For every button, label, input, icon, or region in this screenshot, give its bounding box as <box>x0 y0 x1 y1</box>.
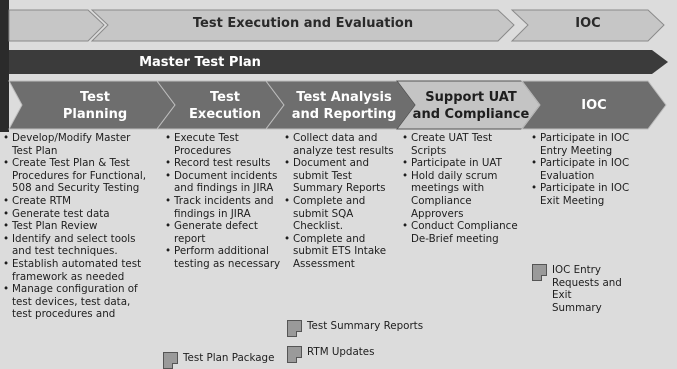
column-planning: Develop/Modify Master Test Plan Create T… <box>3 132 153 321</box>
planning-item: Develop/Modify Master Test Plan <box>3 132 153 157</box>
phase-chevron-ioc <box>521 80 667 130</box>
analysis-item: Collect data and analyze test results <box>284 132 396 157</box>
phase-label-analysis: Test Analysis and Reporting <box>291 90 397 122</box>
document-test-summary-reports: Test Summary Reports <box>287 320 427 337</box>
planning-item: Create RTM <box>3 195 153 208</box>
phase-label-execution: Test Execution <box>189 90 261 122</box>
phase-label-uat: Support UAT and Compliance <box>412 90 530 122</box>
ioc-item: Participate in IOC Exit Meeting <box>531 182 641 207</box>
document-label: Test Summary Reports <box>307 320 424 332</box>
document-test-plan-package: Test Plan Package <box>163 352 283 369</box>
planning-item: Manage configuration of test devices, te… <box>3 283 153 321</box>
execution-item: Record test results <box>165 157 283 170</box>
planning-item: Create Test Plan & Test Procedures for F… <box>3 157 153 195</box>
analysis-item: Document and submit Test Summary Reports <box>284 157 396 195</box>
left-edge-strip <box>0 0 9 132</box>
column-uat: Create UAT Test Scripts Participate in U… <box>402 132 520 245</box>
document-label: RTM Updates <box>307 346 375 358</box>
document-icon <box>163 352 178 369</box>
planning-item: Establish automated test framework as ne… <box>3 258 153 283</box>
document-label: Test Plan Package <box>183 352 275 364</box>
master-plan-label: Master Test Plan <box>139 55 261 70</box>
top-label-middle: Test Execution and Evaluation <box>192 16 414 31</box>
document-icon <box>287 346 302 363</box>
top-chevron-middle <box>90 9 515 42</box>
planning-item: Generate test data <box>3 208 153 221</box>
execution-item: Generate defect report <box>165 220 283 245</box>
column-execution: Execute Test Procedures Record test resu… <box>165 132 283 271</box>
uat-item: Create UAT Test Scripts <box>402 132 520 157</box>
document-rtm-updates: RTM Updates <box>287 346 407 363</box>
top-label-right: IOC <box>575 16 601 31</box>
column-analysis: Collect data and analyze test results Do… <box>284 132 396 271</box>
execution-item: Execute Test Procedures <box>165 132 283 157</box>
planning-item: Test Plan Review <box>3 220 153 233</box>
ioc-item: Participate in IOC Evaluation <box>531 157 641 182</box>
uat-item: Participate in UAT <box>402 157 520 170</box>
document-icon <box>287 320 302 337</box>
planning-item: Identify and select tools and test techn… <box>3 233 153 258</box>
execution-item: Track incidents and findings in JIRA <box>165 195 283 220</box>
execution-item: Document incidents and findings in JIRA <box>165 170 283 195</box>
document-icon <box>532 264 547 281</box>
phase-label-planning: Test Planning <box>62 90 128 122</box>
top-chevron-left <box>8 9 105 42</box>
uat-item: Hold daily scrum meetings with Complianc… <box>402 170 520 220</box>
analysis-item: Complete and submit ETS Intake Assessmen… <box>284 233 396 271</box>
analysis-item: Complete and submit SQA Checklist. <box>284 195 396 233</box>
master-plan-bar <box>9 50 668 74</box>
document-ioc-entry: IOC Entry Requests and Exit Summary <box>532 264 632 314</box>
phase-label-ioc: IOC <box>581 98 607 113</box>
column-ioc: Participate in IOC Entry Meeting Partici… <box>531 132 641 208</box>
document-label: IOC Entry Requests and Exit Summary <box>552 264 622 314</box>
uat-item: Conduct Compliance De-Brief meeting <box>402 220 520 245</box>
top-chevron-right <box>510 9 665 42</box>
execution-item: Perform additional testing as necessary <box>165 245 283 270</box>
ioc-item: Participate in IOC Entry Meeting <box>531 132 641 157</box>
